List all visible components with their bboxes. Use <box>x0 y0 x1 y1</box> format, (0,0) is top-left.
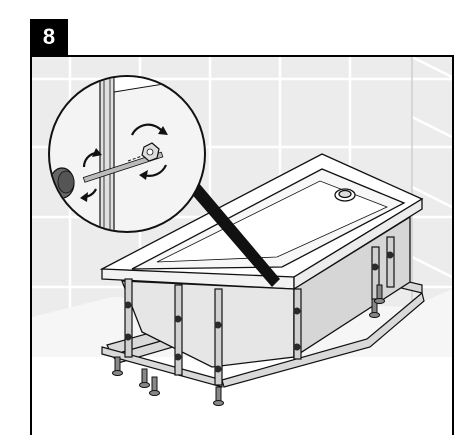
arrow-heads <box>80 126 168 202</box>
adjustable-feet <box>112 284 385 406</box>
step-number-badge: 8 <box>30 19 68 55</box>
frame-legs <box>124 236 395 386</box>
frame-screws <box>124 251 394 373</box>
bathtub <box>99 153 424 368</box>
illustration-panel <box>30 55 454 435</box>
floor <box>32 357 452 435</box>
bathtub-assembly-illustration <box>32 57 452 435</box>
